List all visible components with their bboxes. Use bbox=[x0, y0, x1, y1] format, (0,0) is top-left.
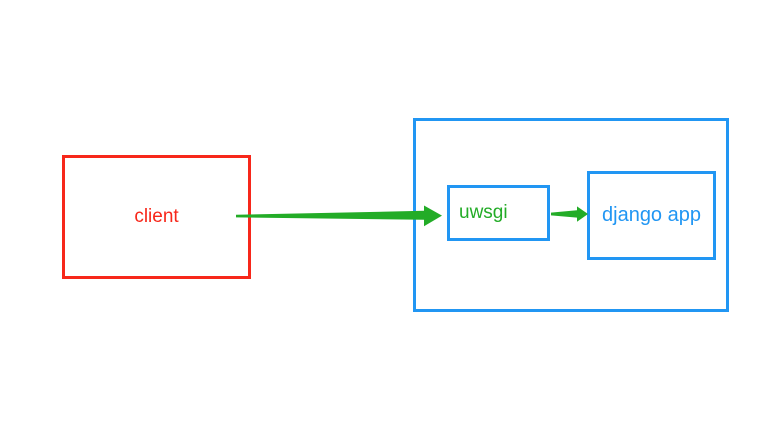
client-node-label: client bbox=[134, 206, 179, 227]
uwsgi-node-label: uwsgi bbox=[459, 202, 508, 223]
client-node: client bbox=[62, 155, 251, 279]
django-app-node: django app bbox=[587, 171, 716, 260]
uwsgi-node: uwsgi bbox=[447, 185, 550, 241]
django-app-node-label: django app bbox=[602, 204, 701, 226]
arrow-client-to-uwsgi bbox=[236, 205, 442, 227]
